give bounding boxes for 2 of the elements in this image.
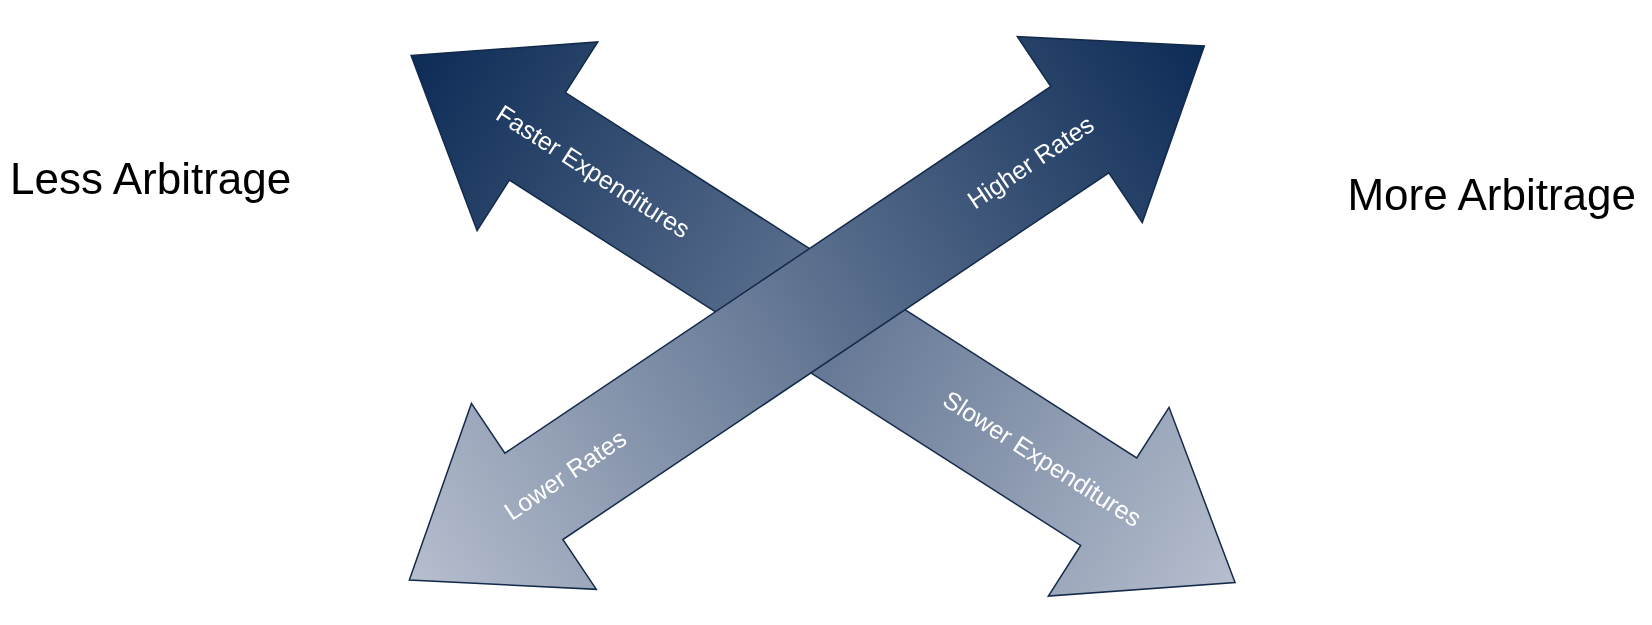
axis-caption: Less Arbitrage [10, 154, 292, 204]
axis-caption: More Arbitrage [1347, 170, 1636, 220]
